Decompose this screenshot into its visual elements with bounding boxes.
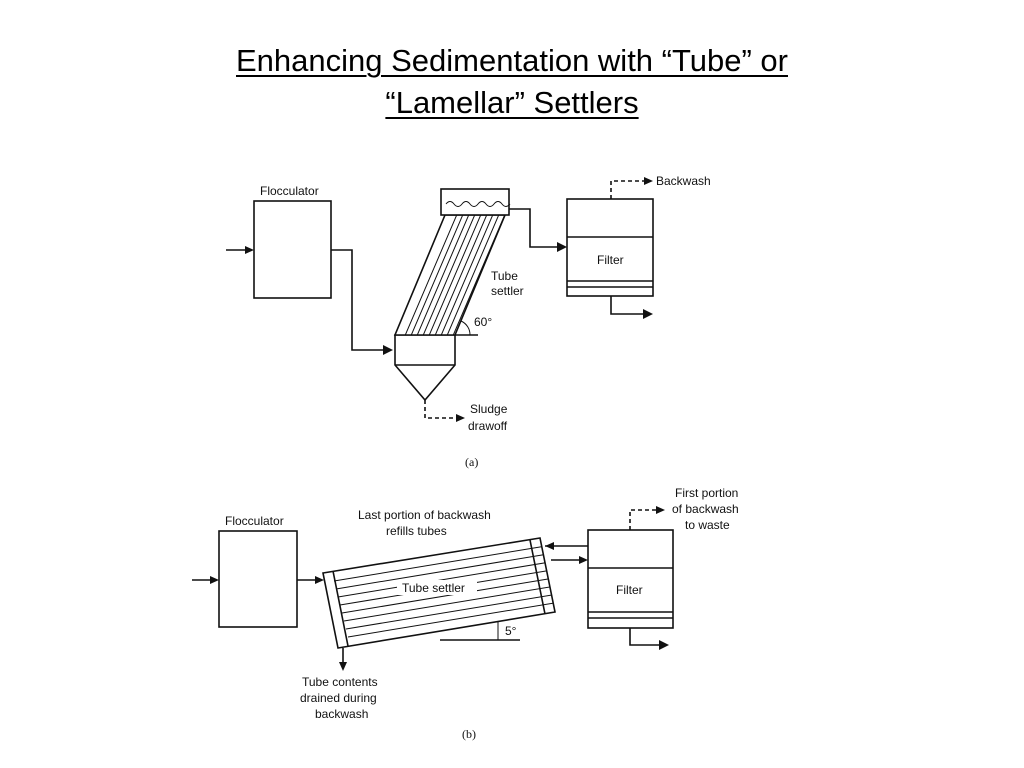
b-filter-outlet-arrowhead xyxy=(659,640,669,650)
b-tube-lines xyxy=(333,545,555,638)
diagram-a: Flocculator 60° Tub xyxy=(226,174,711,469)
a-flocculator-box xyxy=(253,200,332,299)
a-caption: (a) xyxy=(465,455,478,469)
a-filter-label: Filter xyxy=(597,253,624,267)
a-filter-box xyxy=(566,198,654,297)
b-flocculator-box xyxy=(218,530,298,628)
title-line-2: “Lamellar” Settlers xyxy=(385,85,639,120)
a-sludge-label-2: drawoff xyxy=(468,419,508,433)
slide-title: Enhancing Sedimentation with “Tube” or “… xyxy=(0,40,1024,124)
b-angle-label: 5° xyxy=(505,624,517,638)
b-filter-outlet-line xyxy=(629,628,661,646)
a-flocculator-label: Flocculator xyxy=(260,184,319,198)
b-tube-settler-label-bg xyxy=(397,580,477,595)
a-tube-settler-label-1: Tube xyxy=(491,269,518,283)
b-drain-arrowhead xyxy=(339,662,347,671)
a-backwash-line xyxy=(610,180,646,199)
b-flocculator-label: Flocculator xyxy=(225,514,284,528)
a-inlet-arrowhead xyxy=(245,246,254,254)
a-settler-to-filter-arrowhead xyxy=(557,242,567,252)
a-filter-outlet-arrowhead xyxy=(643,309,653,319)
b-last-portion-label-2: refills tubes xyxy=(386,524,447,538)
b-first-portion-label-3: to waste xyxy=(685,518,730,532)
b-waste-arrowhead xyxy=(656,506,665,514)
a-settler-hopper xyxy=(394,334,456,402)
a-sludge-label-1: Sludge xyxy=(470,402,508,416)
a-angle-arc xyxy=(460,320,471,336)
b-drain-label-1: Tube contents xyxy=(302,675,378,689)
diagram-b: Flocculator Tube settler 5° Last portion… xyxy=(192,486,739,741)
b-drain-label-3: backwash xyxy=(315,707,368,721)
a-settler-to-filter-line xyxy=(509,208,559,248)
title-line-1: Enhancing Sedimentation with “Tube” or xyxy=(236,43,788,78)
a-angle-label: 60° xyxy=(474,315,492,329)
a-tube-settler-label-2: settler xyxy=(491,284,524,298)
b-end-plate-left xyxy=(332,570,349,647)
a-water-surface xyxy=(445,201,511,207)
b-settler-to-filter-arrowhead xyxy=(579,556,588,564)
b-first-portion-label-2: of backwash xyxy=(672,502,739,516)
a-sludge-arrowhead xyxy=(456,414,465,422)
a-backwash-label: Backwash xyxy=(656,174,711,188)
b-end-plate-right xyxy=(529,539,546,615)
b-drain-label-2: drained during xyxy=(300,691,377,705)
a-tube-lines xyxy=(400,215,505,335)
b-first-portion-label-1: First portion xyxy=(675,486,738,500)
b-caption: (b) xyxy=(462,727,476,741)
a-floc-to-settler-line xyxy=(331,249,386,351)
a-sludge-line xyxy=(424,400,458,419)
b-filter-label: Filter xyxy=(616,583,643,597)
a-filter-outlet-line xyxy=(610,296,645,315)
b-filter-box xyxy=(587,529,674,629)
b-waste-line xyxy=(629,509,658,530)
a-floc-to-settler-arrowhead xyxy=(383,345,393,355)
b-last-portion-label-1: Last portion of backwash xyxy=(358,508,491,522)
b-floc-to-settler-arrowhead xyxy=(315,576,324,584)
a-backwash-arrowhead xyxy=(644,177,653,185)
b-backwash-return-arrowhead xyxy=(545,542,554,550)
b-inlet-arrowhead xyxy=(210,576,219,584)
b-tube-settler-label: Tube settler xyxy=(402,581,465,595)
